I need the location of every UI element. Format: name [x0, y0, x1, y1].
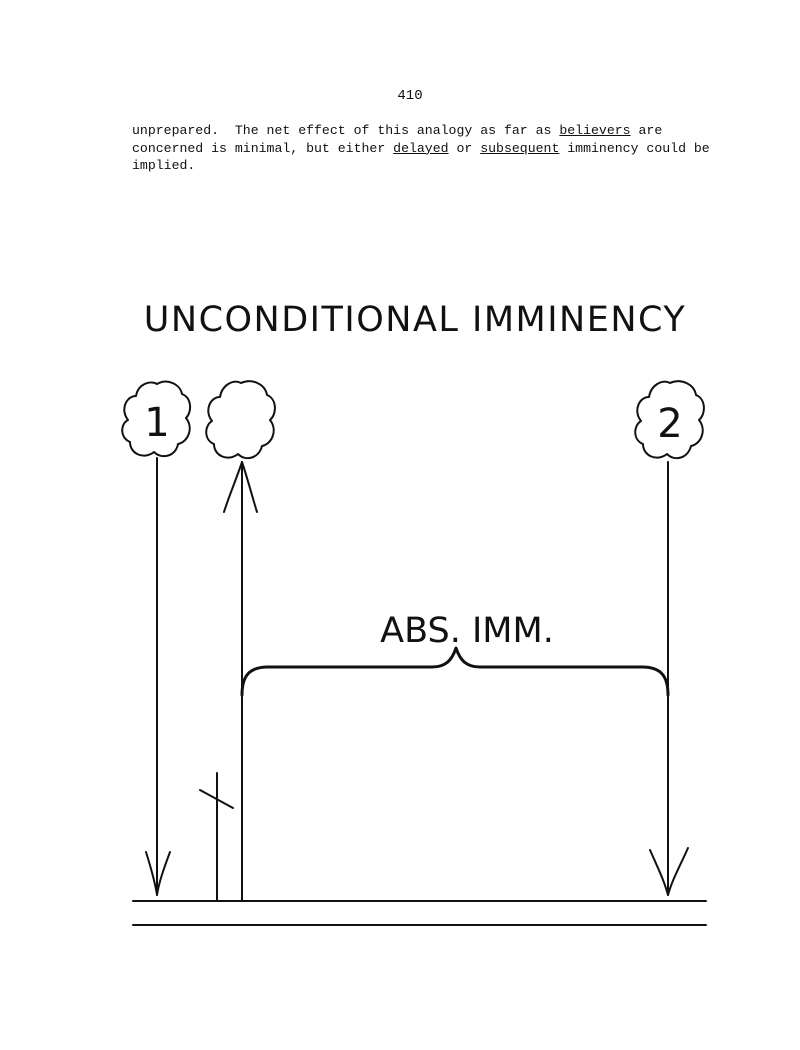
underlined-subsequent: subsequent: [480, 140, 560, 156]
cloud-rapture-outline: [205, 380, 276, 460]
cloud-1-outline: [121, 380, 192, 458]
figure-title: UNCONDITIONAL IMMINENCY: [143, 300, 687, 340]
text-line-1b: are: [630, 123, 663, 138]
text-line-3: implied.: [132, 158, 196, 173]
event-1-label: 1: [144, 400, 169, 446]
underlined-believers: believers: [559, 123, 631, 138]
body-paragraph: unprepared. The net effect of this analo…: [132, 122, 732, 175]
text-line-2a: concerned is minimal, but either: [132, 140, 394, 156]
text-line-2c: imminency could be: [559, 140, 710, 156]
down-arrow-1-icon: [145, 851, 171, 896]
text-line-1a: unprepared. The net effect of this analo…: [132, 123, 560, 138]
page-number: 410: [397, 88, 423, 104]
brace-shape: [240, 646, 670, 697]
brace-label: ABS. IMM.: [380, 611, 554, 651]
up-arrow-icon: [223, 461, 258, 513]
down-arrow-2-icon: [649, 847, 689, 896]
text-line-2b: or: [448, 140, 481, 156]
underlined-delayed: delayed: [393, 140, 449, 156]
cross-icon: [199, 772, 234, 901]
cloud-2-outline: [634, 380, 705, 460]
event-2-label: 2: [657, 401, 682, 447]
